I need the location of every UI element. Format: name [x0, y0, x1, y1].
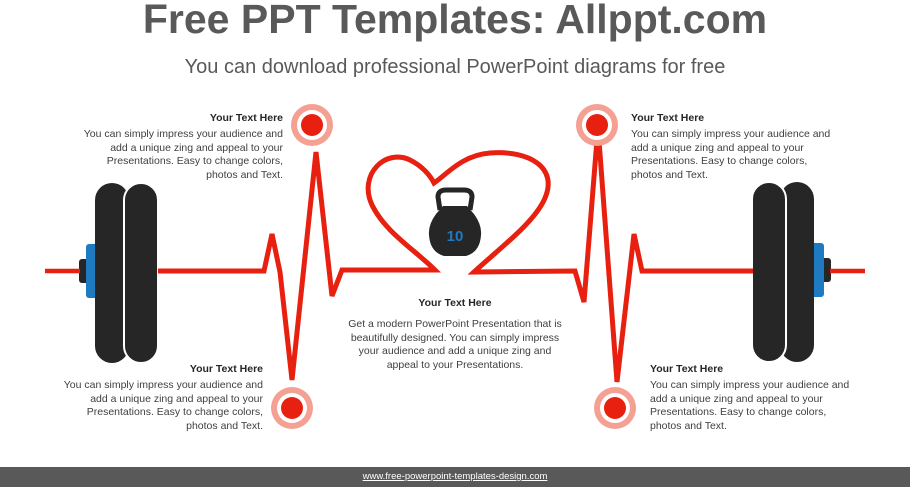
- text-block-line: photos and Text.: [206, 169, 283, 182]
- footer-bar: www.free-powerpoint-templates-design.com: [0, 467, 910, 487]
- text-block-line: You can simply impress your audience and: [631, 127, 831, 140]
- footer-link[interactable]: www.free-powerpoint-templates-design.com: [362, 471, 548, 482]
- text-block-line: add a unique zing and appeal to your: [110, 141, 283, 154]
- heartbeat-line: [158, 126, 753, 383]
- text-block-line: You can simply impress your audience and: [650, 378, 850, 391]
- text-block-line: appeal to your Presentations.: [386, 359, 524, 372]
- text-block-line: Get a modern PowerPoint Presentation tha…: [348, 317, 562, 330]
- text-block-line: your audience and add a unique zing and: [358, 345, 552, 358]
- text-block-bottom-left: Your Text Here You can simply impress yo…: [50, 363, 263, 434]
- text-block-line: photos and Text.: [186, 420, 263, 433]
- text-block-line: Presentations. Easy to change colors,: [106, 155, 283, 168]
- left-barbell: [79, 182, 159, 364]
- text-block-line: photos and Text.: [650, 420, 727, 433]
- text-block-heading: Your Text Here: [189, 363, 263, 375]
- text-block-line: add a unique zing and appeal to your: [650, 392, 823, 405]
- left-weight-plate-outer: [95, 183, 129, 363]
- left-weight-plate-inner: [123, 182, 159, 364]
- text-block-heading: Your Text Here: [631, 112, 705, 124]
- right-weight-plate-outer: [780, 182, 814, 362]
- page-subtitle: You can download professional PowerPoint…: [184, 56, 726, 78]
- text-block-top-left: Your Text Here You can simply impress yo…: [70, 112, 283, 183]
- text-block-center: Your Text Here Get a modern PowerPoint P…: [335, 297, 575, 373]
- text-block-heading: Your Text Here: [418, 297, 492, 309]
- text-block-line: Presentations. Easy to change colors,: [86, 406, 263, 419]
- text-block-line: add a unique zing and appeal to your: [631, 141, 804, 154]
- dot-bottom-right: [594, 387, 636, 429]
- text-block-heading: Your Text Here: [209, 112, 283, 124]
- text-block-line: add a unique zing and appeal to your: [90, 392, 263, 405]
- kettlebell-icon: 10: [428, 187, 482, 256]
- right-weight-plate-inner: [751, 181, 787, 363]
- text-block-line: photos and Text.: [631, 169, 708, 182]
- text-block-line: Presentations. Easy to change colors,: [631, 155, 808, 168]
- text-block-line: Presentations. Easy to change colors,: [650, 406, 827, 419]
- text-block-line: You can simply impress your audience and: [63, 378, 263, 391]
- text-block-line: beautifully designed. You can simply imp…: [350, 331, 560, 344]
- text-block-line: You can simply impress your audience and: [83, 127, 283, 140]
- text-block-bottom-right: Your Text Here You can simply impress yo…: [650, 363, 870, 434]
- text-block-heading: Your Text Here: [650, 363, 724, 375]
- text-block-top-right: Your Text Here You can simply impress yo…: [631, 112, 851, 183]
- dot-top-left: [291, 104, 333, 146]
- dot-top-right: [576, 104, 618, 146]
- page-title: Free PPT Templates: Allppt.com: [142, 0, 768, 42]
- dot-bottom-left: [271, 387, 313, 429]
- kettlebell-weight-label: 10: [447, 228, 464, 245]
- right-barbell: [751, 181, 831, 363]
